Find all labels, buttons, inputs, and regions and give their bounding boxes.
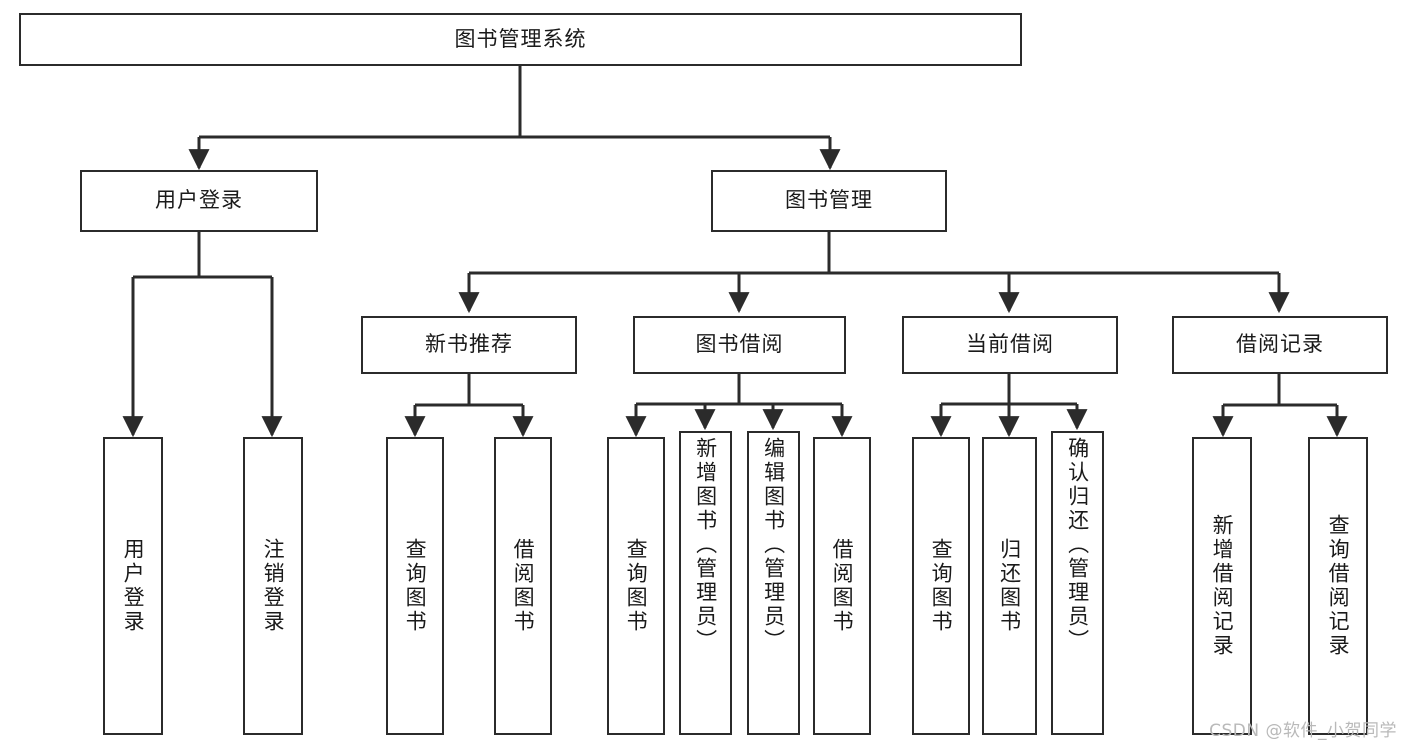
node-new-book-recommend[interactable]: 新书推荐 [361, 316, 577, 374]
node-borrow-record[interactable]: 借阅记录 [1172, 316, 1388, 374]
node-label: 查询图书 [403, 538, 428, 634]
node-leaf-query-borrow-record[interactable]: 查询借阅记录 [1308, 437, 1368, 735]
node-leaf-confirm-return[interactable]: 确认归还（管理员） [1051, 431, 1104, 735]
node-label: 借阅图书 [511, 538, 536, 634]
node-label: 确认归还（管理员） [1065, 437, 1090, 653]
node-leaf-borrow-book-borrow[interactable]: 借阅图书 [813, 437, 871, 735]
node-label: 新增借阅记录 [1210, 514, 1235, 658]
node-root-book-management-system[interactable]: 图书管理系统 [19, 13, 1022, 66]
node-book-manage[interactable]: 图书管理 [711, 170, 947, 232]
node-leaf-borrow-book-recommend[interactable]: 借阅图书 [494, 437, 552, 735]
node-leaf-add-borrow-record[interactable]: 新增借阅记录 [1192, 437, 1252, 735]
node-user-login[interactable]: 用户登录 [80, 170, 318, 232]
node-label: 图书借阅 [695, 332, 784, 357]
node-leaf-logout[interactable]: 注销登录 [243, 437, 303, 735]
node-label: 新书推荐 [425, 332, 513, 357]
node-label: 编辑图书（管理员） [761, 437, 786, 653]
node-label: 查询图书 [929, 538, 954, 634]
node-book-borrow[interactable]: 图书借阅 [633, 316, 846, 374]
csdn-watermark: CSDN @软件_小贺同学 [1209, 721, 1397, 741]
node-label: 图书管理系统 [454, 26, 587, 51]
node-label: 用户登录 [121, 538, 146, 634]
node-label: 当前借阅 [966, 332, 1054, 357]
node-label: 注销登录 [261, 538, 286, 634]
node-label: 归还图书 [997, 538, 1022, 634]
node-label: 用户登录 [155, 188, 243, 213]
node-leaf-edit-book[interactable]: 编辑图书（管理员） [747, 431, 800, 735]
node-leaf-query-book-borrow[interactable]: 查询图书 [607, 437, 665, 735]
node-label: 查询借阅记录 [1326, 514, 1351, 658]
node-current-borrow[interactable]: 当前借阅 [902, 316, 1118, 374]
node-leaf-query-book-recommend[interactable]: 查询图书 [386, 437, 444, 735]
node-label: 借阅图书 [830, 538, 855, 634]
node-label: 图书管理 [785, 188, 873, 213]
node-leaf-user-login[interactable]: 用户登录 [103, 437, 163, 735]
node-label: 借阅记录 [1236, 332, 1324, 357]
node-leaf-query-book-current[interactable]: 查询图书 [912, 437, 970, 735]
node-leaf-add-book[interactable]: 新增图书（管理员） [679, 431, 732, 735]
node-leaf-return-book[interactable]: 归还图书 [982, 437, 1037, 735]
node-label: 查询图书 [624, 538, 649, 634]
node-label: 新增图书（管理员） [693, 437, 718, 653]
